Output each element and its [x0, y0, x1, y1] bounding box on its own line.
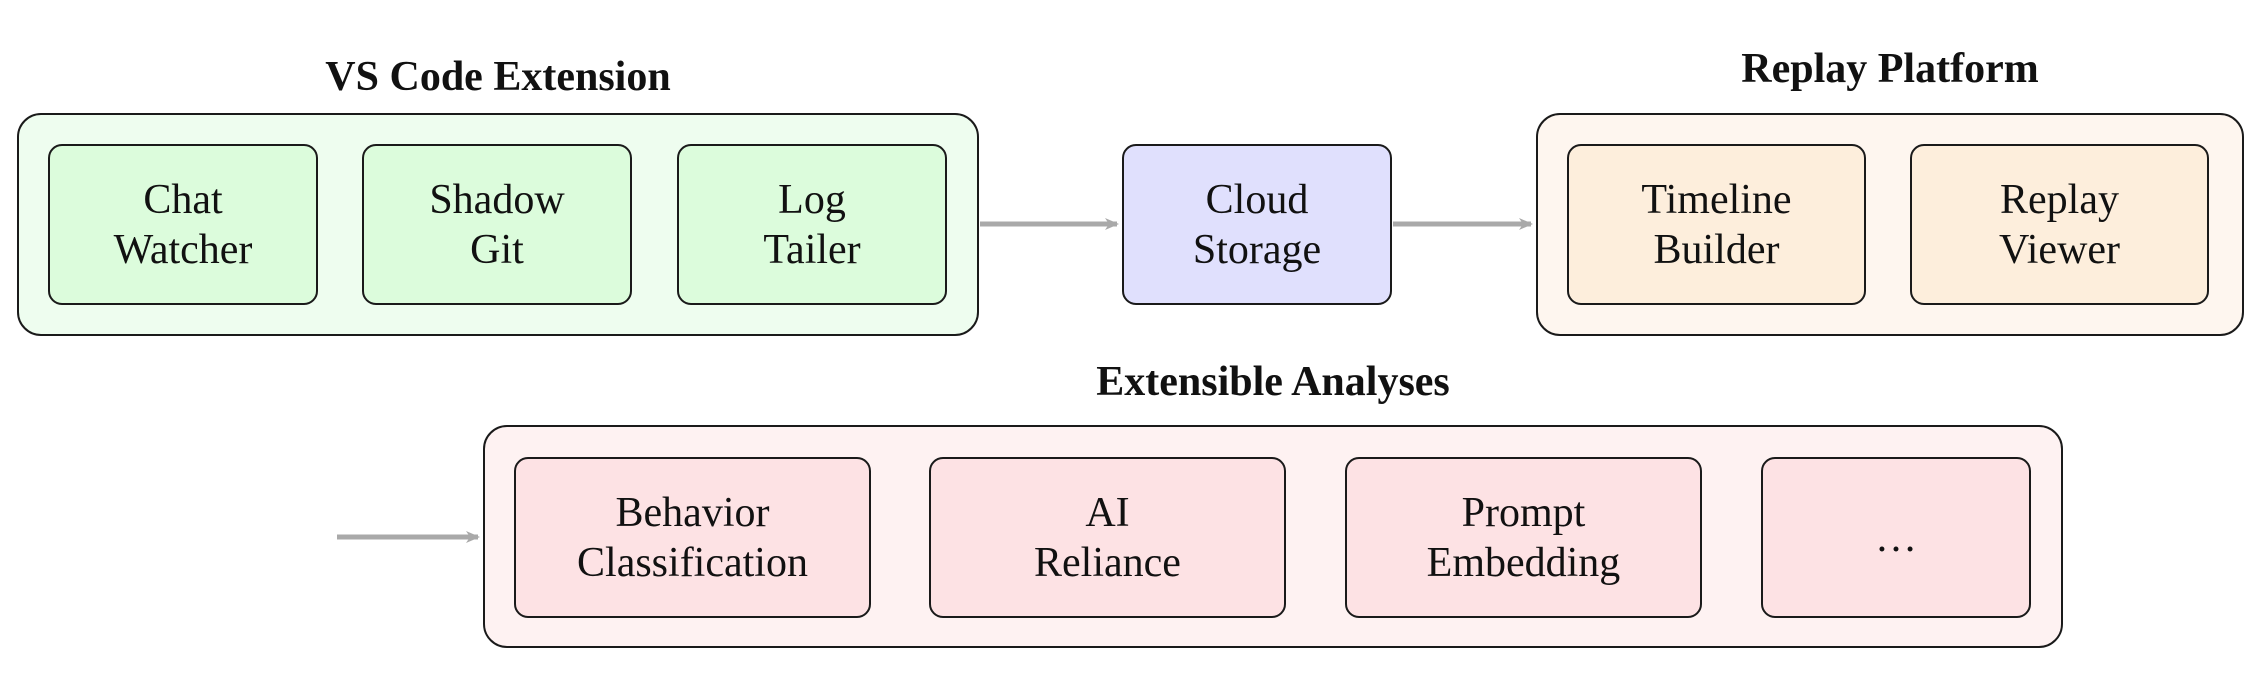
behavior-classification-line1: Behavior	[615, 489, 770, 536]
replay-platform-title: Replay Platform	[1741, 46, 2039, 92]
chat-watcher-line1: Chat	[143, 176, 223, 223]
shadow-git-line2: Git	[470, 226, 524, 273]
replay-viewer-node: Replay Viewer	[1910, 144, 2209, 305]
cloud-storage-line1: Cloud	[1205, 176, 1309, 223]
timeline-builder-node: Timeline Builder	[1567, 144, 1866, 305]
log-tailer-node: Log Tailer	[677, 144, 947, 305]
cloud-storage-line2: Storage	[1192, 226, 1322, 273]
more-analyses-ellipsis: …	[1875, 514, 1917, 561]
prompt-embedding-line1: Prompt	[1461, 489, 1586, 536]
timeline-builder-line2: Builder	[1653, 226, 1780, 273]
ai-reliance-line2: Reliance	[1034, 539, 1181, 586]
cloud-storage-node: Cloud Storage	[1122, 144, 1392, 305]
replay-viewer-line2: Viewer	[1998, 226, 2121, 273]
ai-reliance-node: AI Reliance	[929, 457, 1286, 618]
chat-watcher-line2: Watcher	[113, 226, 253, 273]
replay-viewer-line1: Replay	[2000, 176, 2119, 223]
more-analyses-node: …	[1761, 457, 2031, 618]
prompt-embedding-node: Prompt Embedding	[1345, 457, 1702, 618]
prompt-embedding-line2: Embedding	[1426, 539, 1621, 586]
chat-watcher-node: Chat Watcher	[48, 144, 318, 305]
shadow-git-line1: Shadow	[429, 176, 565, 223]
behavior-classification-node: Behavior Classification	[514, 457, 871, 618]
shadow-git-node: Shadow Git	[362, 144, 632, 305]
log-tailer-line1: Log	[778, 176, 846, 223]
extensible-analyses-title: Extensible Analyses	[1096, 359, 1450, 405]
log-tailer-line2: Tailer	[763, 226, 861, 273]
behavior-classification-line2: Classification	[577, 539, 808, 586]
timeline-builder-line1: Timeline	[1641, 176, 1792, 223]
ai-reliance-line1: AI	[1085, 489, 1130, 536]
vscode-extension-title: VS Code Extension	[325, 54, 671, 100]
